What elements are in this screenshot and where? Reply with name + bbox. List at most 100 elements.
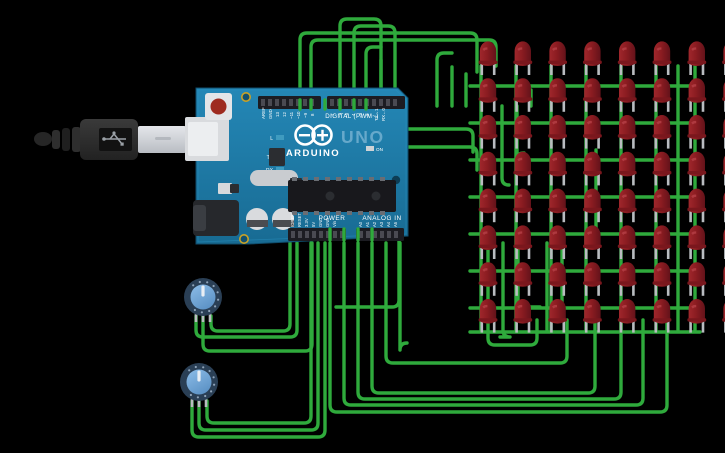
pot-1-tick [198,280,201,284]
atmega-pins [292,177,385,215]
usb-controller-chip [269,148,285,166]
led-l [276,135,284,140]
svg-text:13: 13 [275,112,280,117]
cap-1-stripe [247,220,268,227]
wire-d9-up[interactable] [364,45,383,108]
pot-1-tick [208,309,211,313]
wire-a3-col5[interactable] [370,241,597,395]
analog-header-pins [359,231,398,238]
svg-text:RX←0: RX←0 [381,108,386,121]
arduino-infinity-logo [294,124,333,146]
usb-strain-ring-3 [72,127,81,152]
wire-d12-row1b[interactable] [309,38,498,108]
usb-plug-ridge [155,137,171,140]
led-rx [276,167,284,172]
svg-text:~9: ~9 [303,112,308,118]
svg-text:7: 7 [330,113,335,116]
analog-header-label: ANALOG IN [362,215,401,222]
wire-pwm-right[interactable] [500,104,511,187]
crystal-oscillator [250,170,298,186]
wire-pot2-a[interactable] [190,241,327,439]
logo-plus-v [321,129,324,141]
led-label-l: L [270,136,273,142]
svg-text:~6: ~6 [337,112,342,118]
pot-2-tick [210,390,213,393]
svg-text:2: 2 [365,113,370,116]
arduino-logo-group: ARDUINO UNO [286,124,385,159]
analog-pin-labels: A0 A1 A2 A3 A4 A5 [358,221,398,227]
cap-2-stripe [273,220,294,227]
svg-text:RESET: RESET [297,213,302,227]
pot-2-tick [194,365,197,369]
digital-header-label: DIGITAL (PWM~) [325,113,379,120]
wire-d10-row3[interactable] [352,24,479,172]
pot-2-tick [208,369,211,373]
mounting-hole-1 [241,92,252,103]
chip-dimple-2 [371,191,381,201]
pot-2-terminal-1[interactable] [190,395,194,407]
potentiometer-1[interactable] [184,278,222,322]
usb-cable[interactable] [34,119,186,160]
atmega328p-chip [288,180,396,212]
wire-pot1-a[interactable] [194,241,299,339]
pot-1-knob[interactable] [190,284,216,310]
arduino-uno-board[interactable]: DIGITAL (PWM~) AREF GND 13 12 ~11 ~10 ~9… [185,87,409,245]
wire-pin-stubs[interactable] [298,98,374,242]
pot-1-tick [216,291,219,294]
wire-d7-up[interactable] [435,51,454,108]
usb-trident-icon [102,131,126,146]
svg-text:~3: ~3 [358,112,363,118]
pot-2-terminal-2[interactable] [204,395,208,407]
wire-pot2-c[interactable] [205,241,313,425]
svg-text:~5: ~5 [344,112,349,118]
wire-pot2-b[interactable] [197,241,320,432]
usb-cable-tip [34,132,52,146]
power-on-indicator: ON [366,146,383,152]
uno-wordmark: UNO [341,127,385,147]
pot-2-knob[interactable] [186,369,212,395]
voltage-regulator-tab [218,183,232,194]
pot-1-terminal-1[interactable] [194,310,198,322]
wire-a0-col8[interactable] [328,241,669,414]
digital-pin-labels-left: AREF GND 13 12 ~11 ~10 ~9 8 [261,107,315,119]
pot-2-tick [204,394,207,398]
wire-a5-stub[interactable] [398,241,409,352]
potentiometer-2[interactable] [180,363,218,407]
svg-text:3.3V: 3.3V [304,218,309,227]
wire-col2-stub[interactable] [498,241,512,339]
on-led [366,146,374,151]
voltage-regulator [230,184,239,193]
pot-1-tick [217,298,220,301]
pot-1-tick [206,281,209,284]
usb-b-port-face [188,122,218,156]
wire-col3[interactable] [486,241,539,347]
pot-1-terminal-2[interactable] [208,310,212,322]
on-led-label: ON [376,147,383,152]
pot-2-knob-indicator [197,370,201,382]
svg-text:A5: A5 [393,221,398,227]
pot-2-tick [189,393,192,397]
svg-text:A3: A3 [379,221,384,227]
power-pin-labels: IOREF RESET 3.3V 5V GND GND Vin [290,213,337,227]
pot-1-tick [193,308,196,312]
wire-a2-col6[interactable] [356,241,623,401]
power-header-pins [291,231,344,238]
led-matrix[interactable] [468,41,725,334]
power-header[interactable] [288,228,346,241]
chip-dimple [325,191,335,201]
svg-text:~10: ~10 [296,111,301,119]
wire-pot1-c[interactable] [209,241,292,333]
svg-text:Vin: Vin [332,220,337,227]
svg-text:4: 4 [351,113,356,116]
wire-a1-col7[interactable] [342,241,645,407]
reset-button[interactable] [210,98,227,115]
pot-1-tick [214,305,217,308]
pot-1-tick [212,284,215,288]
pot-1-tick [200,311,203,314]
potentiometer-group[interactable] [180,278,222,407]
svg-text:A4: A4 [386,221,391,227]
svg-text:TX→1: TX→1 [374,108,379,121]
wire-d13-row1[interactable] [298,31,479,108]
wire-a4-col4[interactable] [384,241,569,365]
